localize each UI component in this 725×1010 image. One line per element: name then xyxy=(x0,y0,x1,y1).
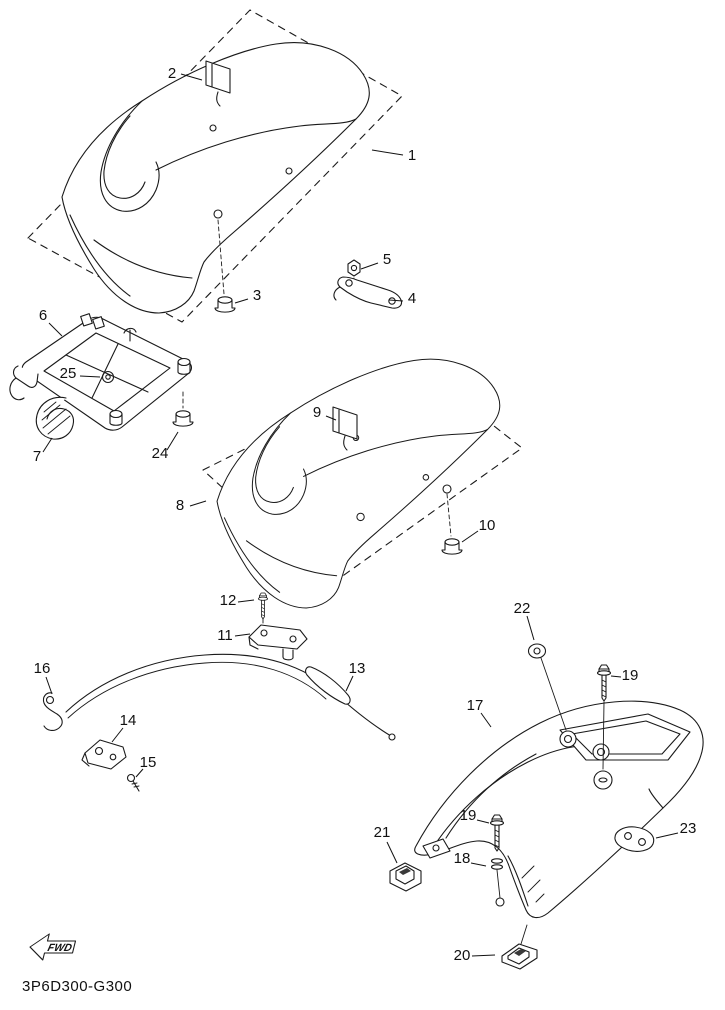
callout-6: 6 xyxy=(39,307,47,324)
callout-12: 12 xyxy=(220,592,237,609)
striker-20 xyxy=(501,924,538,970)
callout-11: 11 xyxy=(217,627,233,644)
bracket-11 xyxy=(248,624,308,661)
callout-16: 16 xyxy=(34,660,51,677)
cable-13 xyxy=(65,653,396,741)
seat-8-mount-hole xyxy=(442,484,452,494)
callout-3: 3 xyxy=(253,287,261,304)
tail-screw-boss xyxy=(495,897,505,907)
lock-21 xyxy=(389,862,422,892)
fwd-label: FWD xyxy=(46,942,73,954)
callout-24: 24 xyxy=(152,445,169,462)
screw-15 xyxy=(126,773,140,792)
hinge-tab-9 xyxy=(332,406,358,451)
screw-19-top-guide xyxy=(602,701,605,770)
callout-23: 23 xyxy=(680,820,697,837)
nut-5 xyxy=(347,259,361,277)
damper-24 xyxy=(172,410,194,427)
grommet-25 xyxy=(101,370,115,384)
washer-18 xyxy=(490,858,504,870)
damper-3 xyxy=(214,296,236,313)
seat-lock-bracket-4 xyxy=(333,276,403,309)
latch-7 xyxy=(35,396,75,440)
callout-4: 4 xyxy=(408,290,416,307)
callout-10: 10 xyxy=(479,517,496,534)
callout-18: 18 xyxy=(454,850,471,867)
bracket-14 xyxy=(81,739,127,770)
callout-14: 14 xyxy=(120,712,137,729)
callout-9: 9 xyxy=(313,404,321,421)
callout-15: 15 xyxy=(140,754,157,771)
callout-22: 22 xyxy=(514,600,531,617)
leader-lines xyxy=(42,73,679,957)
screw-18-guide xyxy=(496,869,501,899)
callouts: 2 1 5 3 4 6 25 7 24 9 8 10 12 11 22 19 1… xyxy=(33,65,697,964)
seat-frame-6 xyxy=(9,313,192,431)
callout-19-top: 19 xyxy=(622,667,639,684)
seat-8 xyxy=(216,358,501,609)
callout-25: 25 xyxy=(60,365,77,382)
callout-5: 5 xyxy=(383,251,391,268)
plate-23 xyxy=(614,826,655,852)
callout-7: 7 xyxy=(33,448,41,465)
callout-19-bottom: 19 xyxy=(460,807,477,824)
screw-19-top xyxy=(596,664,612,702)
callout-17: 17 xyxy=(467,697,484,714)
fwd-arrow: FWD xyxy=(29,933,77,961)
bolt-12 xyxy=(257,592,269,620)
guide-damper-10 xyxy=(446,493,452,537)
callout-8: 8 xyxy=(176,497,184,514)
guide-damper-3 xyxy=(217,219,225,295)
hinge-tab-2 xyxy=(205,60,231,107)
damper-10 xyxy=(441,538,463,555)
tail-cover-17 xyxy=(414,700,704,919)
callout-21: 21 xyxy=(374,824,391,841)
callout-2: 2 xyxy=(168,65,176,82)
callout-1: 1 xyxy=(408,147,416,164)
callout-20: 20 xyxy=(454,947,471,964)
cable-end-16 xyxy=(42,692,63,731)
grommet-22 xyxy=(527,643,567,731)
callout-13: 13 xyxy=(349,660,366,677)
diagram-code: 3P6D300-G300 xyxy=(22,978,132,995)
